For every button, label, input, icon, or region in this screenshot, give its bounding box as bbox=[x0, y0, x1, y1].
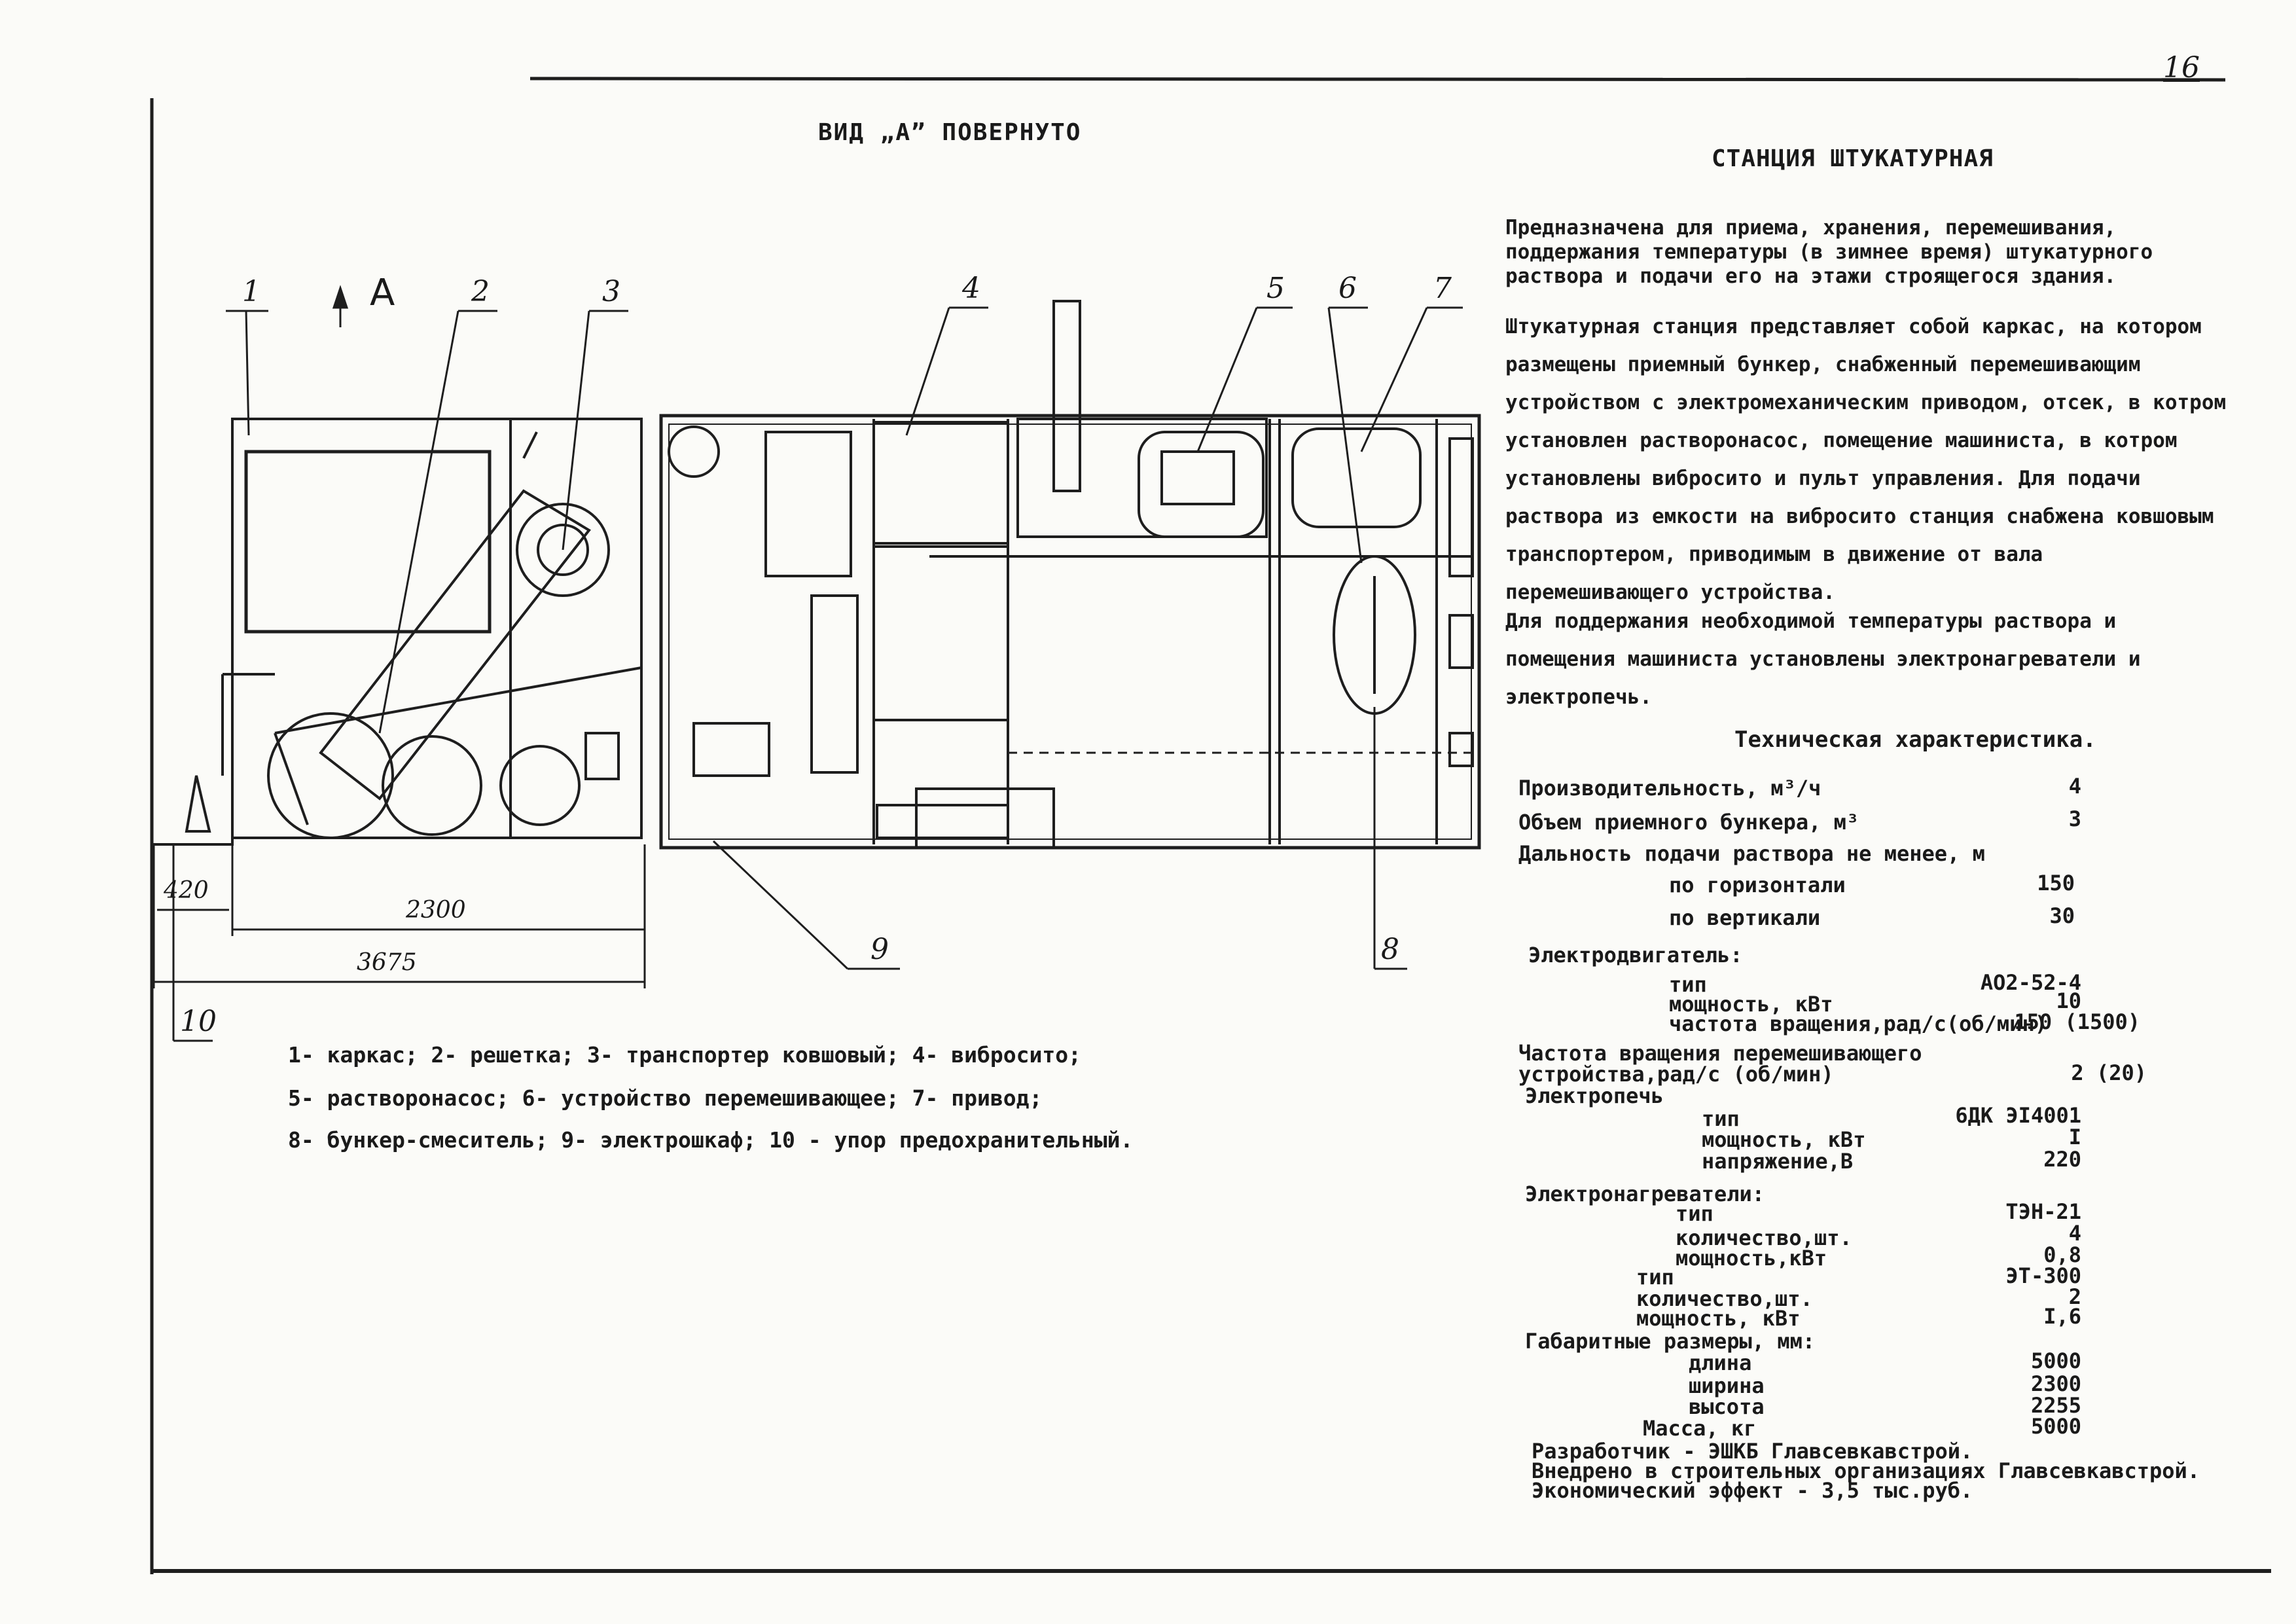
tech-heading: Техническая характеристика. bbox=[1734, 727, 2096, 753]
spec-label: Объем приемного бункера, м³ bbox=[1518, 810, 1859, 835]
spec-label: Производительность, м³/ч bbox=[1518, 776, 1821, 801]
pipe-reel bbox=[668, 425, 720, 478]
callout-6: 6 bbox=[1338, 272, 1357, 305]
callout-10: 10 bbox=[180, 1005, 217, 1038]
bucket-conveyor bbox=[319, 489, 591, 801]
spec-value: I bbox=[2068, 1125, 2081, 1149]
page-number: 16 bbox=[2163, 51, 2200, 84]
spec-label: напряжение,В bbox=[1702, 1149, 1854, 1174]
spec-label: Габаритные размеры, мм: bbox=[1525, 1329, 1816, 1354]
description-paragraph-2: Штукатурная станция представляет собой к… bbox=[1505, 315, 2227, 604]
dimension-3675: 3675 bbox=[357, 949, 417, 976]
spec-value: 2 (20) bbox=[2071, 1060, 2147, 1085]
spec-value: 220 bbox=[2043, 1147, 2081, 1172]
spec-value: 4 bbox=[2068, 1221, 2081, 1246]
spec-label: мощность, кВт bbox=[1669, 992, 1833, 1017]
callout-1: 1 bbox=[242, 275, 260, 308]
spec-label: Электропечь bbox=[1525, 1083, 1664, 1108]
spec-label: устройства,рад/с (об/мин) bbox=[1518, 1062, 1834, 1087]
spec-label: по вертикали bbox=[1669, 905, 1821, 930]
mortar-pump bbox=[1138, 431, 1265, 538]
spec-label: мощность,кВт bbox=[1676, 1246, 1827, 1271]
spec-label: Масса, кг bbox=[1643, 1416, 1757, 1441]
spec-value: 10 bbox=[2056, 988, 2081, 1013]
spec-label: ширина bbox=[1689, 1373, 1765, 1398]
callout-9: 9 bbox=[870, 933, 889, 966]
drum-wheel-3 bbox=[499, 745, 581, 826]
spec-value: 30 bbox=[2049, 903, 2075, 928]
spec-label: количество,шт. bbox=[1636, 1286, 1813, 1311]
spec-label: тип bbox=[1669, 972, 1707, 997]
spec-value: 0,8 bbox=[2043, 1242, 2081, 1267]
spec-value: 6ДК ЭI4001 bbox=[1955, 1103, 2081, 1128]
view-marker-a: А bbox=[370, 272, 395, 314]
spec-value: 2 bbox=[2068, 1284, 2081, 1309]
spec-label: тип bbox=[1676, 1201, 1713, 1226]
spec-label: Внедрено в строительных организациях Гла… bbox=[1532, 1458, 2200, 1483]
left-cabinet bbox=[231, 418, 643, 839]
callout-2: 2 bbox=[471, 275, 490, 308]
left-window bbox=[244, 450, 492, 634]
spec-value: 4 bbox=[2068, 774, 2081, 799]
callout-3: 3 bbox=[602, 275, 620, 308]
spec-label: тип bbox=[1636, 1265, 1674, 1290]
spec-label: по горизонтали bbox=[1669, 873, 1846, 897]
safety-stop bbox=[185, 775, 211, 833]
callout-4: 4 bbox=[962, 272, 980, 305]
spec-label: высота bbox=[1689, 1394, 1765, 1419]
spec-label: частота вращения,рад/с(об/мин) bbox=[1669, 1011, 2047, 1036]
drum-wheel-2 bbox=[382, 735, 482, 836]
dimension-2300: 2300 bbox=[406, 897, 466, 924]
legend-line-3: 8- бункер-смеситель; 9- электрошкаф; 10 … bbox=[288, 1127, 1134, 1153]
spec-label: Дальность подачи раствора не менее, м bbox=[1518, 841, 1985, 866]
page-title: СТАНЦИЯ ШТУКАТУРНАЯ bbox=[1712, 145, 1994, 172]
spec-label: Экономический эффект - 3,5 тыс.руб. bbox=[1532, 1478, 1973, 1503]
spec-label: Электронагреватели: bbox=[1525, 1182, 1765, 1206]
spec-value: 5000 bbox=[2030, 1348, 2081, 1373]
spec-value: 150 (1500) bbox=[2014, 1009, 2140, 1034]
spec-value: ЭТ-300 bbox=[2005, 1263, 2081, 1288]
spec-label: Частота вращения перемешивающего bbox=[1518, 1041, 1922, 1066]
view-title: ВИД „А” ПОВЕРНУТО bbox=[818, 119, 1082, 146]
spec-label: Разработчик - ЭШКБ Главсевкавстрой. bbox=[1532, 1439, 1973, 1464]
spec-label: мощность, кВт bbox=[1702, 1127, 1866, 1152]
legend-line-2: 5- растворонасос; 6- устройство перемеши… bbox=[288, 1085, 1043, 1111]
spec-label: тип bbox=[1702, 1106, 1740, 1131]
right-frame bbox=[659, 414, 1481, 850]
spec-label: мощность, кВт bbox=[1636, 1306, 1801, 1331]
description-paragraph-1: Предназначена для приема, хранения, пере… bbox=[1505, 216, 2153, 288]
spec-value: ТЭН-21 bbox=[2005, 1199, 2081, 1224]
spec-value: 150 bbox=[2037, 871, 2075, 895]
conveyor-top-wheel bbox=[516, 503, 610, 597]
callout-8: 8 bbox=[1381, 933, 1399, 966]
legend-line-1: 1- каркас; 2- решетка; 3- транспортер ко… bbox=[288, 1042, 1081, 1068]
spec-value: 2255 bbox=[2030, 1393, 2081, 1418]
frame-top-line bbox=[529, 77, 2226, 82]
callout-7: 7 bbox=[1433, 272, 1452, 305]
spec-value: 2300 bbox=[2030, 1371, 2081, 1396]
spec-value: I,6 bbox=[2043, 1304, 2081, 1329]
spec-label: Электродвигатель: bbox=[1528, 943, 1743, 967]
description-paragraph-3: Для поддержания необходимой температуры … bbox=[1505, 609, 2141, 709]
dimension-420: 420 bbox=[164, 877, 209, 904]
spec-label: длина bbox=[1689, 1350, 1752, 1375]
spec-value: АО2-52-4 bbox=[1980, 970, 2081, 995]
callout-5: 5 bbox=[1266, 272, 1285, 305]
spec-value: 3 bbox=[2068, 806, 2081, 831]
spec-value: 5000 bbox=[2030, 1414, 2081, 1439]
spec-label: количество,шт. bbox=[1676, 1225, 1852, 1250]
